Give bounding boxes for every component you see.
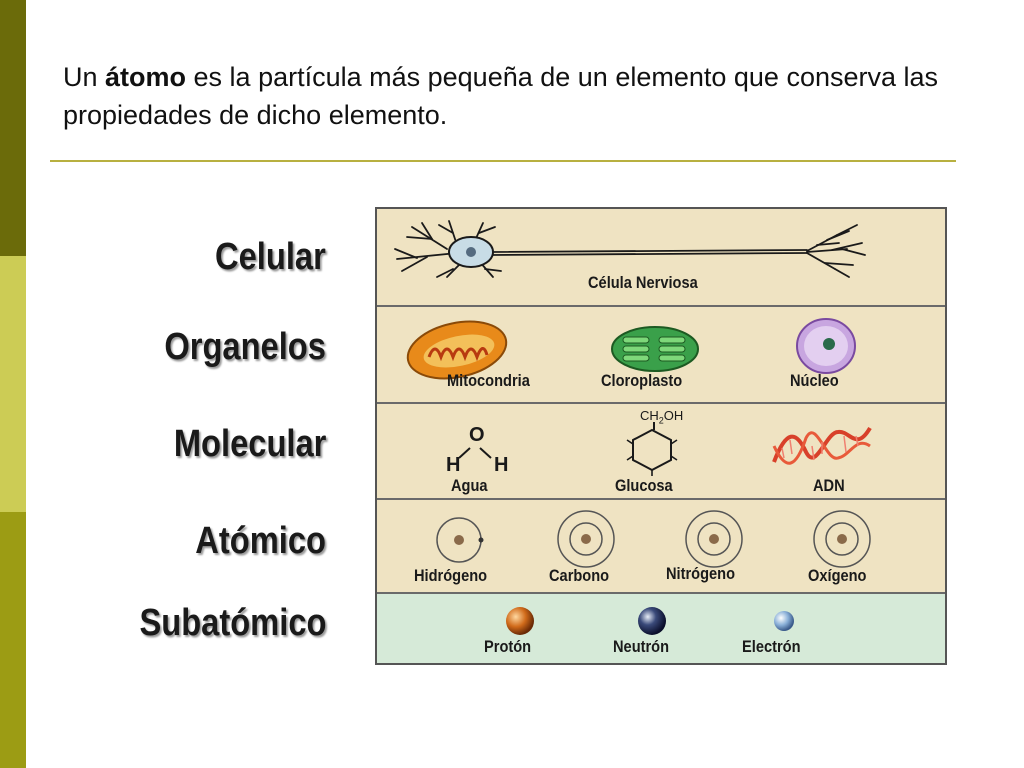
glucose-group-main: CH <box>640 408 659 423</box>
water-hydrogen-right-symbol: H <box>494 454 509 476</box>
item-label-oxigeno: Oxígeno <box>808 566 867 585</box>
levels-panel: Célula Nerviosa Mitocondria Cloroplasto … <box>375 207 947 665</box>
item-label-nucleo: Núcleo <box>790 371 839 390</box>
level-label-organelos: Organelos <box>164 326 326 368</box>
level-label-molecular: Molecular <box>173 423 326 465</box>
item-label-hidrogeno: Hidrógeno <box>414 566 488 585</box>
chloroplast-icon <box>611 326 699 372</box>
item-label-carbono: Carbono <box>549 566 610 585</box>
item-label-electron: Electrón <box>742 637 801 656</box>
glucose-ring-icon <box>626 422 678 476</box>
neutron-sphere-icon <box>638 607 666 635</box>
glucose-ch2oh-group: CH2OH <box>640 408 683 426</box>
sidebar-stripe-middle <box>0 256 26 512</box>
row-atomico: Hidrógeno Carbono Nitrógeno Oxígeno <box>377 500 945 594</box>
item-label-proton: Protón <box>484 637 532 656</box>
row-celular: Célula Nerviosa <box>377 209 945 307</box>
electron-sphere-icon <box>774 611 794 631</box>
water-hydrogen-left-symbol: H <box>446 454 461 476</box>
row-molecular: O H H CH2OH Agua Glucosa ADN <box>377 404 945 500</box>
item-label-glucosa: Glucosa <box>615 476 673 495</box>
item-label-celula-nerviosa: Célula Nerviosa <box>588 273 698 292</box>
nerve-cell-icon <box>394 220 866 278</box>
definition-rest: es la partícula más pequeña de un elemen… <box>63 62 939 130</box>
row-subatomico: Protón Neutrón Electrón <box>377 594 945 663</box>
dna-helix-icon <box>772 426 872 465</box>
proton-sphere-icon <box>506 607 534 635</box>
definition-prefix: Un <box>63 62 106 92</box>
glucose-group-tail: OH <box>663 408 684 423</box>
mitochondria-icon <box>406 320 508 380</box>
level-label-subatomico: Subatómico <box>138 602 326 644</box>
sidebar-stripe-top <box>0 0 26 256</box>
title-divider <box>50 160 956 162</box>
hydrogen-atom-icon <box>436 517 484 563</box>
definition-keyword: átomo <box>105 62 187 92</box>
glucose-group-subscript: 2 <box>658 415 664 426</box>
atom-definition: Un átomo es la partícula más pequeña de … <box>63 58 993 134</box>
nucleus-icon <box>796 318 856 374</box>
row-organelos: Mitocondria Cloroplasto Núcleo <box>377 307 945 404</box>
carbon-atom-icon <box>557 510 615 568</box>
item-label-adn: ADN <box>813 476 845 495</box>
water-oxygen-symbol: O <box>469 424 485 446</box>
level-label-celular: Celular <box>215 236 326 278</box>
item-label-neutron: Neutrón <box>613 637 670 656</box>
water-molecule-icon <box>458 447 492 459</box>
level-label-atomico: Atómico <box>195 520 326 562</box>
nitrogen-atom-icon <box>685 510 743 568</box>
item-label-agua: Agua <box>451 476 488 495</box>
sidebar-stripe-bottom <box>0 512 26 768</box>
oxygen-atom-icon <box>813 510 871 568</box>
item-label-nitrogeno: Nitrógeno <box>666 564 736 583</box>
item-label-cloroplasto: Cloroplasto <box>601 371 683 390</box>
item-label-mitocondria: Mitocondria <box>447 371 530 390</box>
